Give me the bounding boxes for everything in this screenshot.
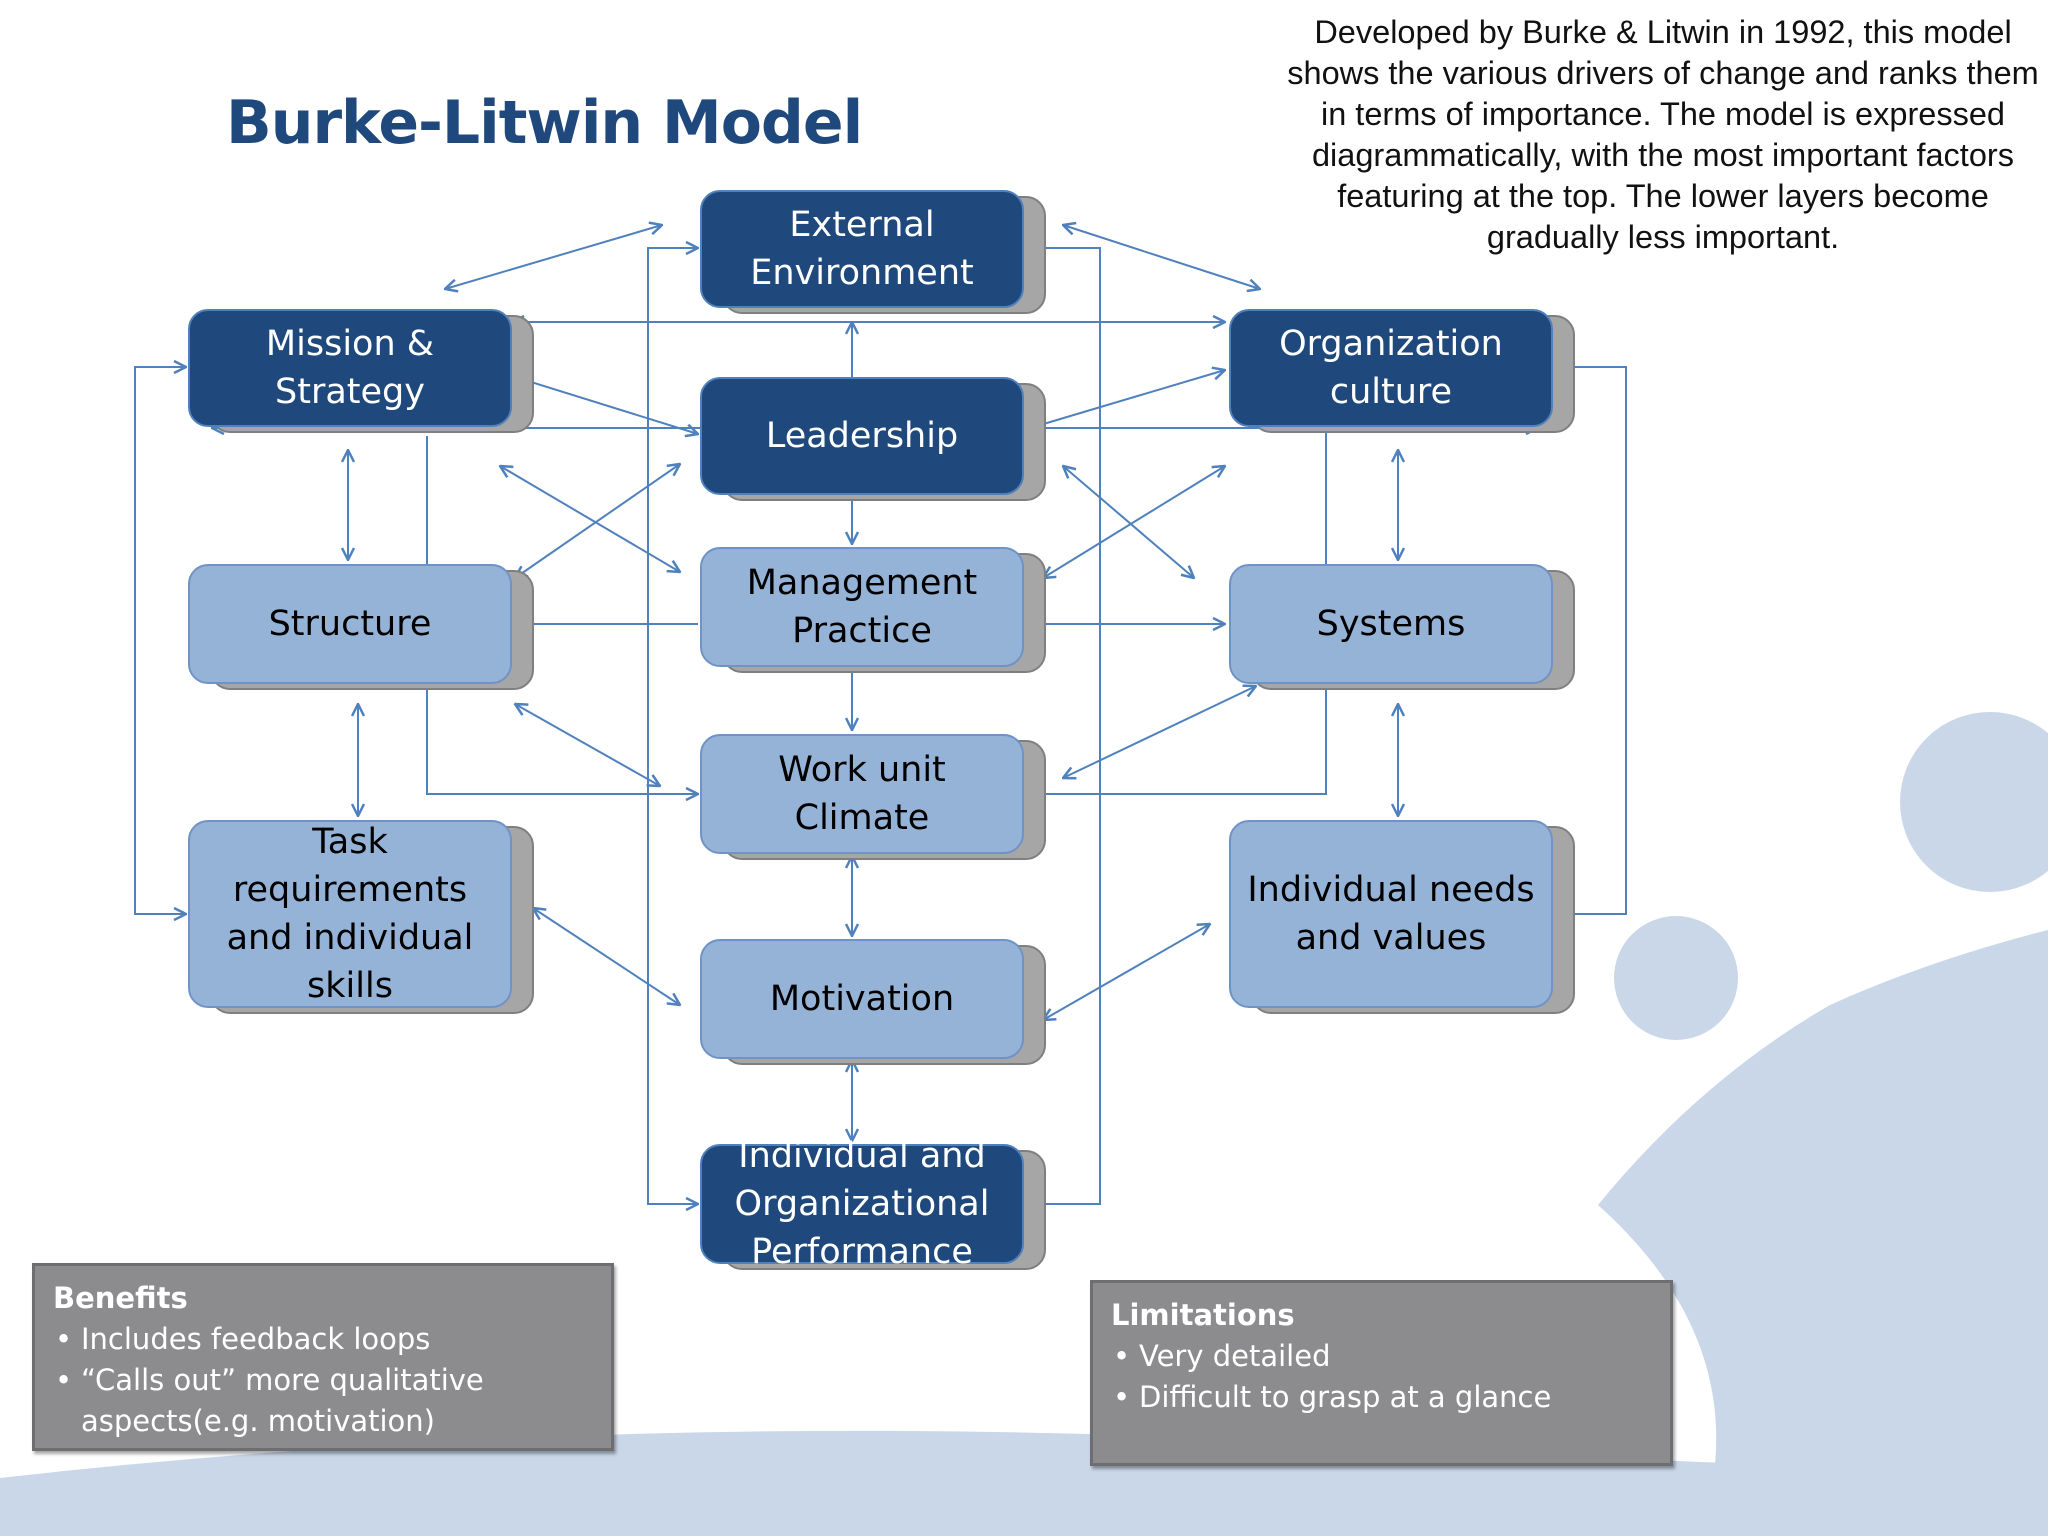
node-motivation-label: Motivation [700,939,1024,1059]
node-motivation: Motivation [700,939,1046,1065]
arrow-mission-external [445,225,662,289]
arrow-leadership-systems [1063,466,1194,578]
model-description: Developed by Burke & Litwin in 1992, thi… [1287,14,2039,255]
arrow-structure-workunit [515,704,660,786]
node-structure-label: Structure [188,564,512,684]
node-individual-needs-label: Individual needs and values [1229,820,1553,1008]
node-external-environment-label: External Environment [700,190,1024,308]
arrow-external-performance-left [647,248,698,1204]
arrow-mission-task-loop [134,367,186,914]
node-external-environment: External Environment [700,190,1046,314]
node-work-unit-climate-label: Work unit Climate [700,734,1024,854]
arrow-needs-motivation [1043,924,1210,1020]
node-work-unit-climate: Work unit Climate [700,734,1046,860]
arrow-culture-workunit [1028,430,1327,794]
limitations-item: Difficult to grasp at a glance [1111,1377,1652,1418]
limitations-list: Very detailed Difficult to grasp at a gl… [1111,1336,1652,1418]
node-task-requirements: Task requirements and individual skills [188,820,534,1014]
background-figure-head-large [1900,712,2048,892]
benefits-item: “Calls out” more qualitative aspects(e.g… [53,1360,593,1442]
node-leadership: Leadership [700,377,1046,501]
node-mission-strategy-label: Mission & Strategy [188,309,512,427]
arrow-task-motivation [533,908,680,1005]
arrow-mission-workunit [426,436,698,794]
node-performance: Individual and Organizational Performanc… [700,1136,1046,1272]
arrow-systems-workunit [1063,686,1256,778]
node-management-practice-label: Management Practice [700,547,1024,667]
benefits-panel: Benefits Includes feedback loops “Calls … [32,1263,614,1451]
node-systems: Systems [1229,564,1575,690]
benefits-list: Includes feedback loops “Calls out” more… [53,1319,593,1442]
background-figure-body [1598,930,2048,1536]
benefits-item: Includes feedback loops [53,1319,593,1360]
node-individual-needs: Individual needs and values [1229,820,1575,1014]
limitations-heading: Limitations [1111,1298,1295,1332]
arrow-external-performance-right [1028,248,1101,1204]
arrow-leadership-culture [1030,370,1225,428]
arrow-leadership-structure [515,464,680,578]
background-figure-head-small [1614,916,1738,1040]
node-leadership-label: Leadership [700,377,1024,495]
node-mission-strategy: Mission & Strategy [188,309,534,433]
arrow-culture-needs-loop [1553,367,1627,914]
limitations-item: Very detailed [1111,1336,1652,1377]
page-title: Burke-Litwin Model [226,88,863,158]
node-performance-label: Individual and Organizational Performanc… [700,1136,1024,1272]
node-structure: Structure [188,564,534,690]
arrow-mission-leadership [515,377,698,434]
node-organization-culture-label: Organization culture [1229,309,1553,427]
node-task-requirements-label: Task requirements and individual skills [188,820,512,1008]
limitations-panel: Limitations Very detailed Difficult to g… [1090,1280,1673,1466]
benefits-heading: Benefits [53,1281,188,1315]
node-management-practice: Management Practice [700,547,1046,673]
node-systems-label: Systems [1229,564,1553,684]
arrow-culture-management [1043,466,1225,578]
arrow-external-culture [1063,225,1260,289]
node-organization-culture: Organization culture [1229,309,1575,433]
